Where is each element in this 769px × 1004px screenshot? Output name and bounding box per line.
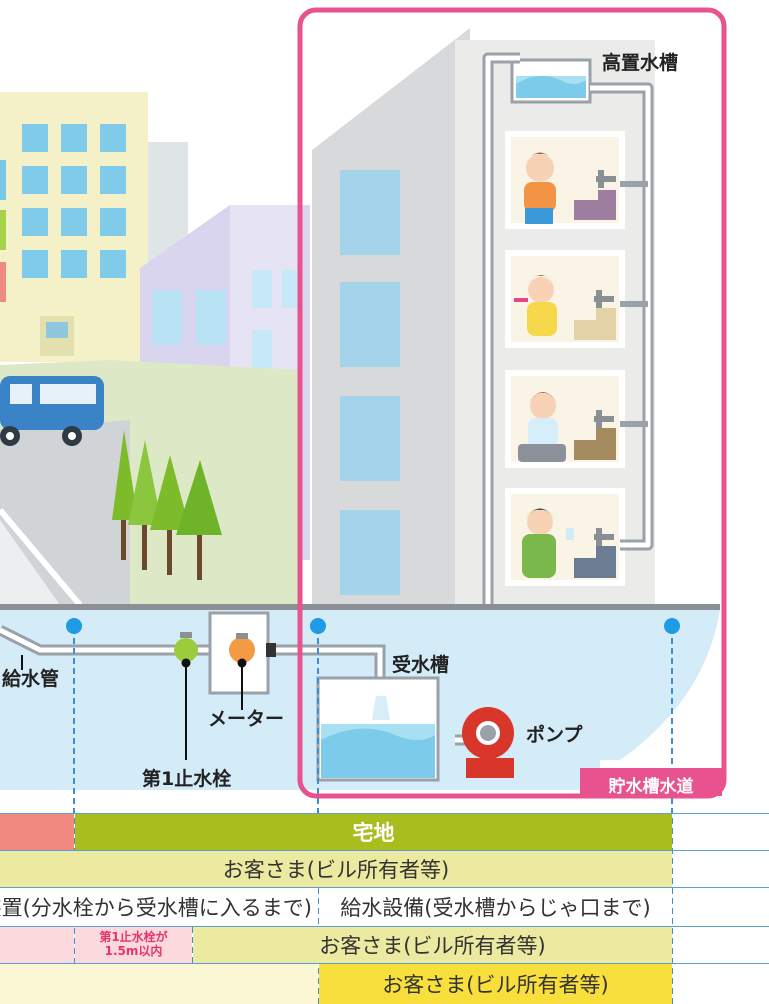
background-building-left — [0, 92, 148, 362]
public-land-cell — [0, 814, 74, 850]
pink-cell — [0, 927, 74, 963]
supply-pipe-label: 給水管 — [2, 668, 60, 690]
riser-pipes — [482, 52, 654, 700]
storage-label-bg — [580, 768, 722, 796]
apartment-floor-4 — [505, 488, 625, 586]
owner-row-1: お客さま(ビル所有者等) — [0, 851, 672, 887]
apartment-floor-2 — [505, 250, 625, 348]
bus-icon — [0, 376, 104, 446]
receiving-tank-icon — [316, 676, 440, 782]
apartment-floor-1 — [505, 131, 625, 229]
ground-line — [0, 604, 720, 610]
meter-box — [208, 611, 276, 695]
device-left-cell: 装置(分水栓から受水槽に入るまで) — [0, 888, 318, 926]
trees-icon — [112, 430, 222, 580]
pump-icon — [462, 707, 514, 778]
road — [0, 420, 130, 605]
residential-land-row: 宅地 — [75, 814, 672, 850]
apartment-floor-3 — [505, 370, 625, 468]
device-right-cell: 給水設備(受水槽からじゃ口まで) — [319, 888, 672, 926]
pump-label: ポンプ — [526, 724, 583, 746]
owner-row-5: お客さま(ビル所有者等) — [319, 964, 672, 1004]
owner-row-4: お客さま(ビル所有者等) — [193, 927, 672, 963]
storage-waterworks-label: 貯水槽水道 — [608, 777, 694, 797]
receiving-tank-label: 受水槽 — [392, 654, 450, 676]
empty-cell — [0, 964, 318, 1004]
storage-frame — [297, 7, 727, 799]
stop-valve-icon — [174, 632, 198, 662]
stop-valve-note: 第1止水栓が 1.5m以内 — [75, 927, 192, 963]
elevated-tank-label: 高置水槽 — [602, 52, 679, 74]
elevated-tank-icon — [510, 58, 592, 104]
meter-label: メーター — [208, 708, 285, 730]
stop-valve-label: 第1止水栓 — [142, 768, 232, 790]
